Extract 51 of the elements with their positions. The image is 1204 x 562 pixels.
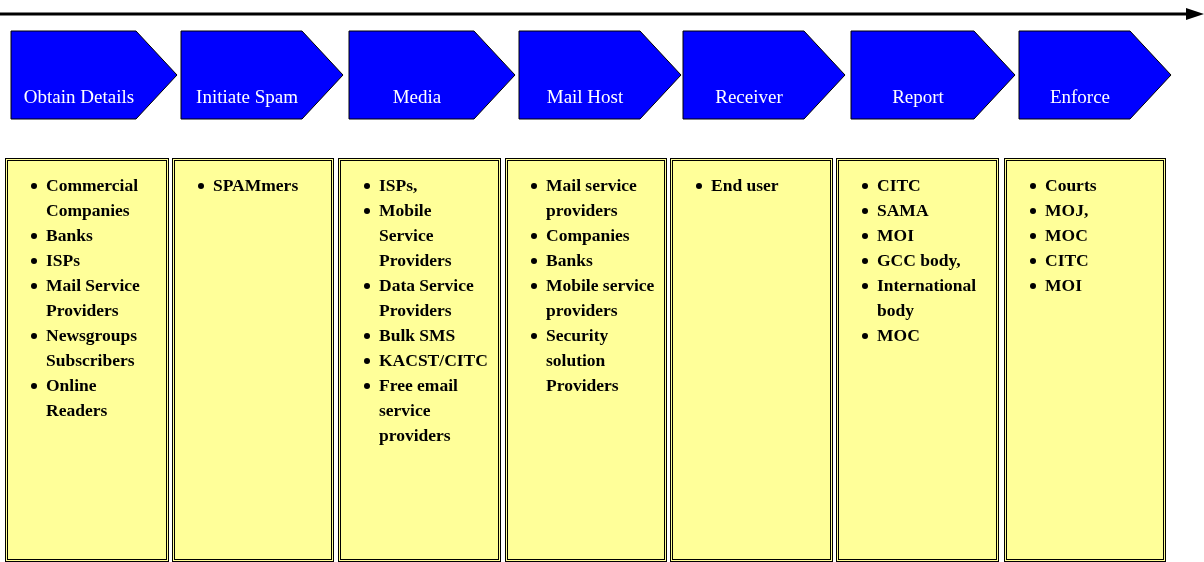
list-item: Commercial Companies: [46, 175, 138, 220]
list-item: SAMA: [877, 200, 929, 220]
step-label: Media: [391, 86, 443, 108]
list-item: Newsgroups Subscribers: [46, 325, 138, 370]
process-step: [518, 30, 682, 120]
list-item: Companies: [546, 225, 630, 245]
list-item: GCC body,: [877, 250, 961, 270]
list-item: CITC: [877, 175, 921, 195]
list-item: Online Readers: [46, 375, 108, 420]
process-step: [348, 30, 516, 120]
list-panel: [172, 158, 334, 562]
list-item: MOJ,: [1045, 200, 1089, 220]
step-label: Enforce: [1048, 86, 1112, 108]
list-item: Mail service providers: [546, 175, 637, 220]
step-label: Report: [891, 86, 945, 108]
list-item: MOC: [1045, 225, 1088, 245]
process-step: [1018, 30, 1172, 120]
list-item: MOC: [877, 325, 920, 345]
list-item: Mobile Service Providers: [379, 200, 452, 270]
list-panel: [338, 158, 501, 562]
list-panel: [505, 158, 667, 562]
list-item: SPAMmers: [213, 175, 299, 195]
list-item: Mail Service Providers: [46, 275, 140, 320]
process-step: [10, 30, 178, 120]
list-item: CITC: [1045, 250, 1089, 270]
list-item: ISPs,: [379, 175, 418, 195]
list-item: Free email service providers: [379, 375, 458, 445]
list-item: Banks: [546, 250, 593, 270]
process-step: [682, 30, 846, 120]
list-item: End user: [711, 175, 779, 195]
step-label: Mail Host: [545, 86, 625, 108]
list-item: MOI: [1045, 275, 1082, 295]
list-panel: [670, 158, 833, 562]
list-panel: [1004, 158, 1166, 562]
list-item: Mobile service providers: [546, 275, 655, 320]
step-label: Obtain Details: [22, 86, 136, 108]
list-item: Security solution Providers: [546, 325, 619, 395]
list-item: International body: [877, 275, 977, 320]
process-step: [180, 30, 344, 120]
list-item: Data Service Providers: [379, 275, 474, 320]
list-item: MOI: [877, 225, 914, 245]
list-item: Courts: [1045, 175, 1097, 195]
list-item: Banks: [46, 225, 93, 245]
step-label: Receiver: [714, 86, 784, 108]
step-label: Initiate Spam: [195, 86, 299, 108]
list-item: ISPs: [46, 250, 81, 270]
list-panel: [5, 158, 169, 562]
list-item: Bulk SMS: [379, 325, 456, 345]
list-panel: [836, 158, 999, 562]
process-step: [850, 30, 1016, 120]
list-item: KACST/CITC: [379, 350, 488, 370]
